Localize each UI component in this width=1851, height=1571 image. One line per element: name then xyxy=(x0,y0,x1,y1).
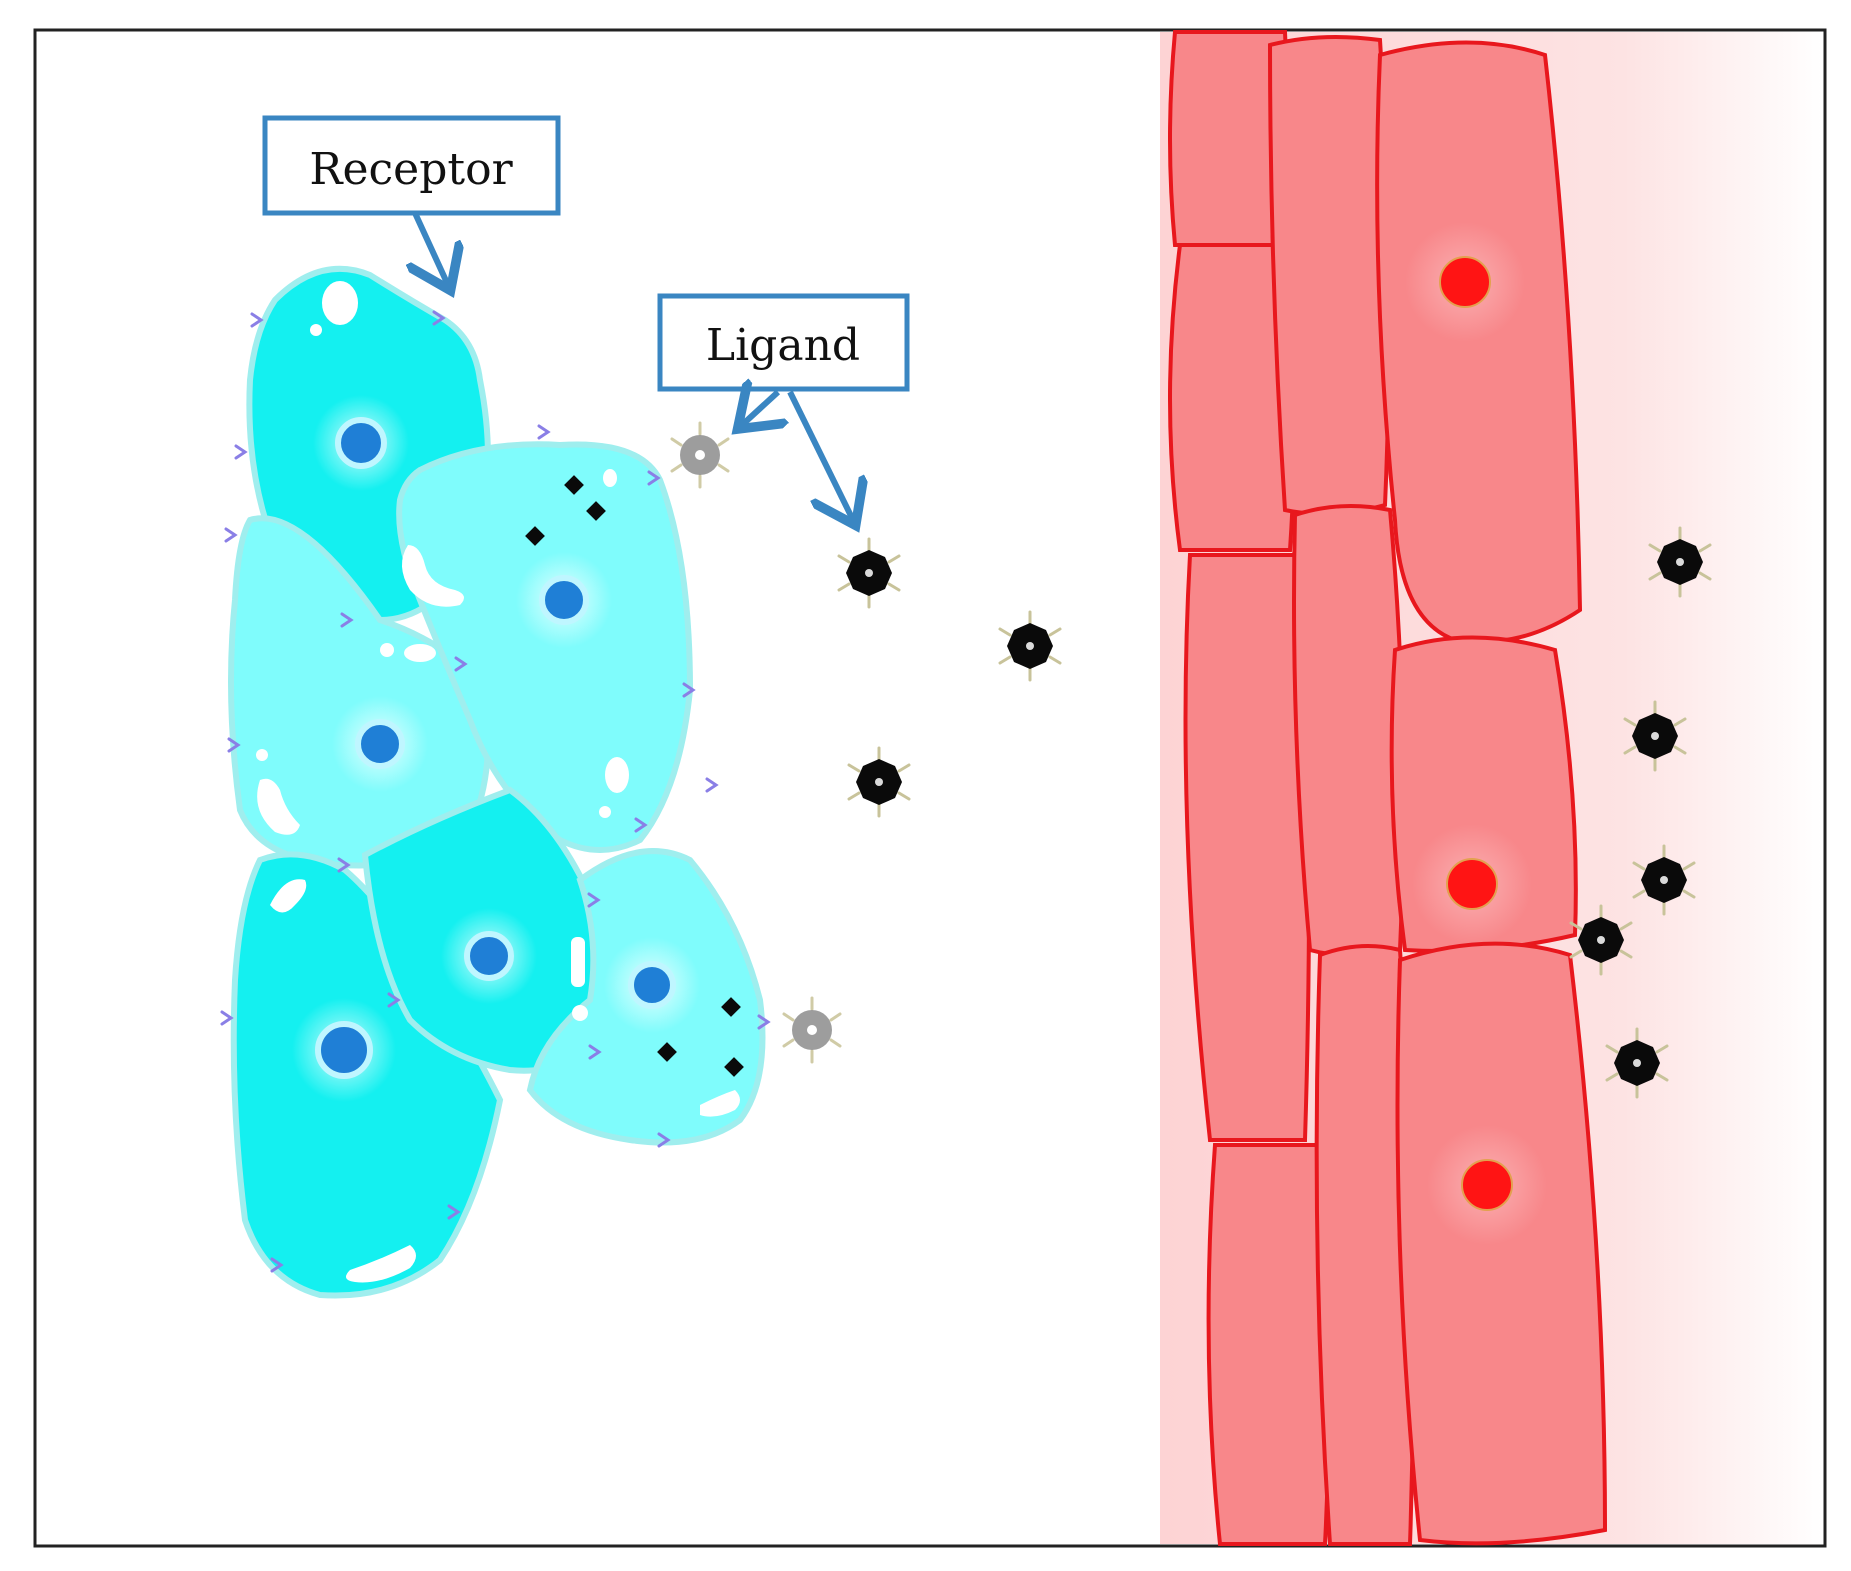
cyan-nucleus xyxy=(539,575,589,625)
cyan-nucleus xyxy=(464,931,514,981)
internal-ligand-marker xyxy=(525,526,545,546)
cyan-highlight xyxy=(401,545,464,607)
cyan-highlight xyxy=(257,778,300,835)
cyan-nucleus xyxy=(355,719,405,769)
cyan-highlight xyxy=(404,644,436,662)
cyan-highlight xyxy=(599,806,611,818)
internal-ligand-marker xyxy=(724,1057,744,1077)
cyan-cell-cluster xyxy=(220,265,770,1299)
cyan-highlight xyxy=(572,1005,588,1021)
receptor-label-box xyxy=(262,115,561,216)
ligand-callout: Ligand xyxy=(657,293,910,520)
cyan-highlight xyxy=(310,324,322,336)
internal-ligand-marker xyxy=(564,475,584,495)
red-nucleus xyxy=(1446,858,1498,910)
cyan-nucleus xyxy=(335,417,387,469)
internal-ligand-marker xyxy=(586,501,606,521)
cyan-highlight xyxy=(571,937,585,987)
red-cell xyxy=(1267,34,1391,516)
internal-ligand-marker xyxy=(657,1042,677,1062)
cyan-highlight xyxy=(380,643,394,657)
ligand-arrow-to-free xyxy=(787,390,853,520)
cyan-highlight xyxy=(322,281,358,325)
receptor-arrow xyxy=(415,211,448,285)
cyan-highlight xyxy=(256,749,268,761)
cyan-nucleus xyxy=(628,961,676,1009)
red-cell xyxy=(1292,504,1406,957)
red-nucleus xyxy=(1439,256,1491,308)
cyan-nucleus xyxy=(315,1021,373,1079)
internal-ligand-marker xyxy=(721,997,741,1017)
red-cell xyxy=(1183,553,1311,1142)
ligand-label: Ligand xyxy=(706,320,860,371)
ligand-arrow-to-bound xyxy=(742,392,778,425)
cyan-highlight xyxy=(270,879,307,913)
cyan-highlight xyxy=(605,757,629,793)
red-tissue xyxy=(1160,30,1823,1546)
red-nucleus xyxy=(1461,1159,1513,1211)
red-cell xyxy=(1206,1143,1331,1546)
receptor-callout: Receptor xyxy=(262,115,561,285)
cyan-highlight xyxy=(346,1245,416,1283)
receptor-label: Receptor xyxy=(309,144,513,195)
cyan-highlight xyxy=(603,469,617,487)
cyan-highlight xyxy=(700,1090,740,1117)
red-cell xyxy=(1395,941,1608,1546)
red-cell xyxy=(1375,40,1583,644)
